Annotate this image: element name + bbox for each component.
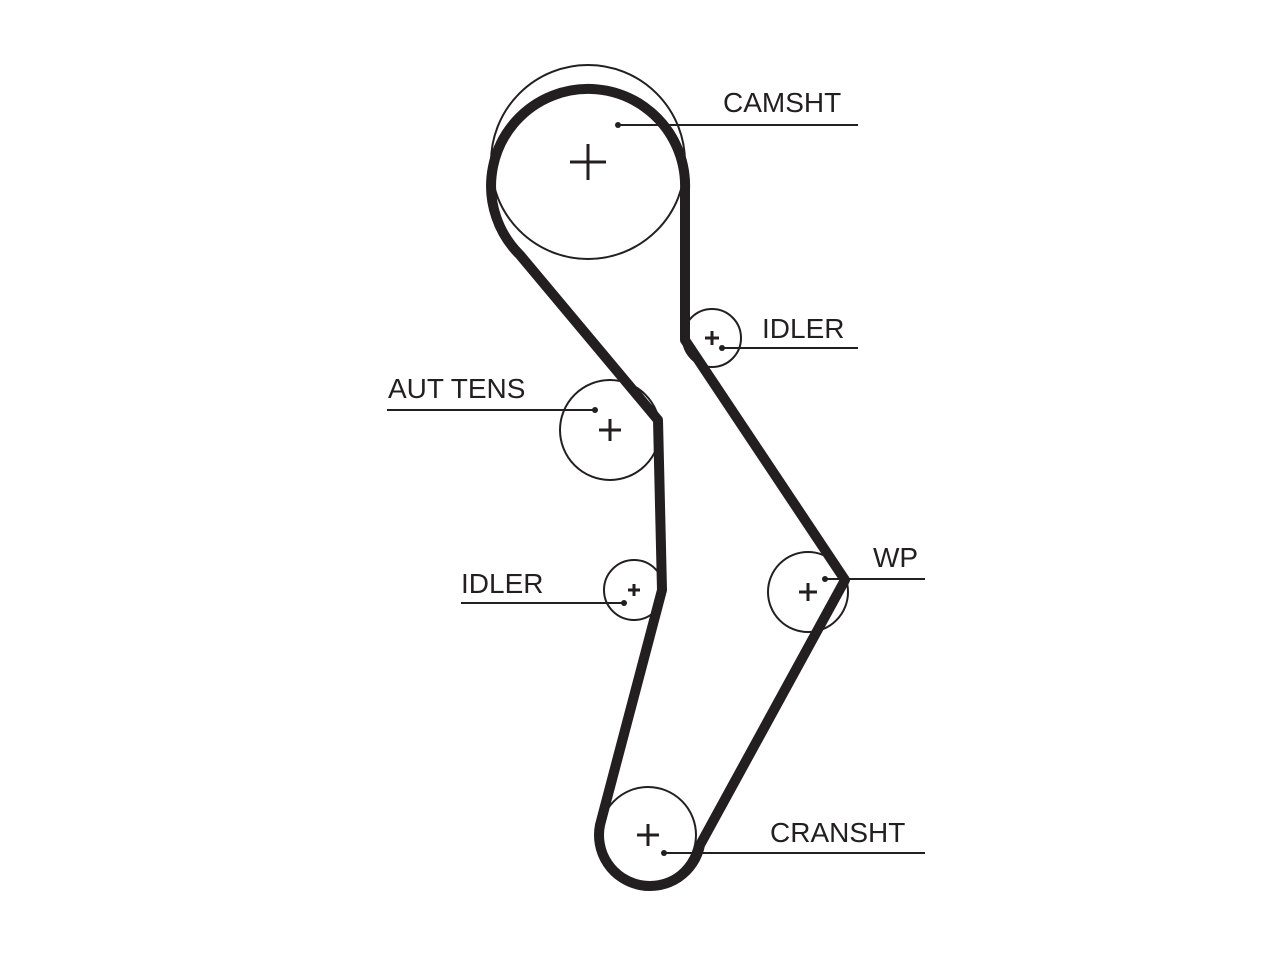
label-idler-lower: IDLER [461,568,543,599]
label-water-pump: WP [873,542,918,573]
camshaft-pulley [490,64,686,260]
crankshaft-pulley [599,786,697,884]
callout-idler-upper: IDLER [719,313,858,351]
label-camshaft: CAMSHT [723,87,841,118]
label-idler-upper: IDLER [762,313,844,344]
callout-auto-tensioner: AUT TENS [387,373,598,413]
callout-crankshaft: CRANSHT [661,817,925,856]
callout-idler-lower: IDLER [461,568,627,606]
callout-water-pump: WP [822,542,925,582]
auto-tensioner-pulley [559,379,661,481]
label-auto-tensioner: AUT TENS [388,373,525,404]
callout-camshaft: CAMSHT [615,87,858,128]
idler-lower-pulley [603,559,665,621]
water-pump-pulley [767,551,849,633]
label-crankshaft: CRANSHT [770,817,905,848]
timing-belt [486,83,850,891]
idler-upper-pulley [682,308,742,368]
